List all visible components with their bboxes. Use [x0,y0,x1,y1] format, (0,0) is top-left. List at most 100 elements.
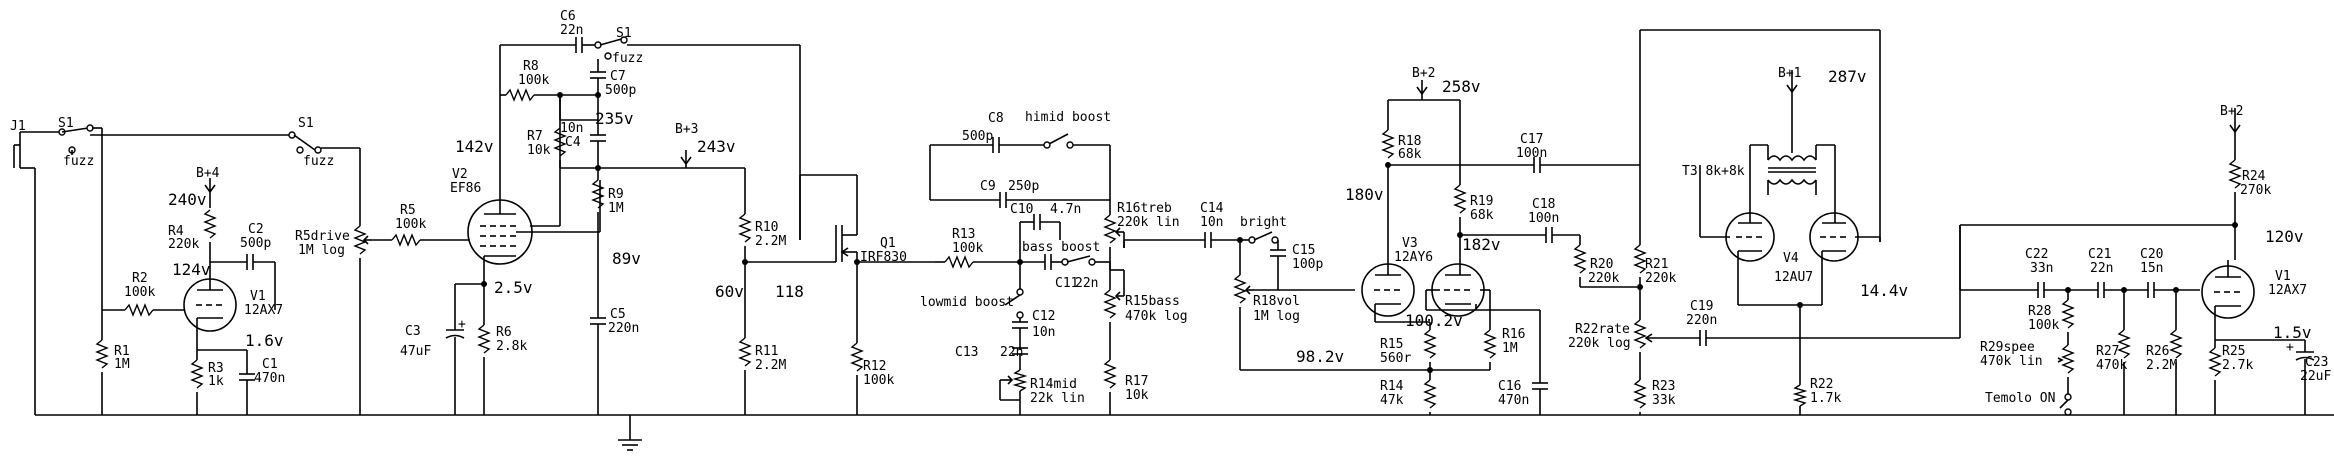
c10-label: C10 [1010,202,1033,217]
c3-plus: + [458,317,466,332]
c17-label: C17 [1520,132,1543,147]
r4-label: R4 [168,224,184,239]
v3-type: 12AY6 [1394,250,1433,265]
v2-label: V2 [452,167,468,182]
c13-value: 22n [1000,345,1023,360]
c15-label: C15 [1292,243,1315,258]
r9-value: 1M [608,201,624,216]
r22-value: 1.7k [1810,391,1841,406]
c21-value: 22n [2090,261,2113,276]
r6-label: R6 [496,325,512,340]
r21-value: 220k [1645,271,1676,286]
voltage-1-5v: 1.5v [2273,323,2312,342]
voltage-98-2v: 98.2v [1296,347,1344,366]
stage-v2: 142v V2 EF86 2.5v + C3 47uF R6 2. [400,95,601,415]
himid-boost-label: himid boost [1025,110,1111,125]
r7-label: R7 [527,129,543,144]
r29-value: 470k lin [1980,354,2043,369]
r1-value: 1M [114,357,130,372]
v1b-label: V1 [2275,269,2291,284]
s1-label-a: S1 [58,116,74,131]
bass-boost-label: bass boost [1022,240,1100,255]
voltage-182v: 182v [1462,235,1501,254]
c16-value: 470n [1498,393,1529,408]
c18-label: C18 [1532,197,1555,212]
fuzz-network: C6 22n S1 fuzz C7 500p R8 100k 235v 10n [499,9,801,415]
c5-value: 220n [608,321,639,336]
r17-value: 10k [1125,388,1149,403]
r5drive-value: 1M log [298,243,345,258]
c6-value: 22n [560,23,583,38]
r22rate-label: R22rate [1575,322,1630,337]
r22rate-value: 220k log [1568,336,1631,351]
r15-value: 560r [1380,351,1411,366]
c7-value: 500p [605,83,636,98]
fuzz-label-b: fuzz [303,154,334,169]
c2-value: 500p [240,236,271,251]
r13-value: 100k [952,241,983,256]
fuzz-label-c: fuzz [612,51,643,66]
r26-value: 2.2M [2146,358,2177,373]
c14-label: C14 [1200,201,1224,216]
r15bass-value: 470k log [1125,309,1188,324]
r3-label: R3 [208,361,224,376]
r2-value: 100k [124,285,155,300]
c19-label: C19 [1690,299,1713,314]
c4-label: C4 [565,135,581,150]
r23-value: 33k [1652,393,1676,408]
c20-label: C20 [2140,247,2163,262]
c3-value: 47uF [400,344,431,359]
v2-type: EF86 [450,181,481,196]
r3-value: 1k [208,374,224,389]
r7-value: 10k [527,143,551,158]
c23-value: 22uF [2300,369,2331,384]
r26-label: R26 [2146,344,2169,359]
bright-label: bright [1240,215,1287,230]
r16treb-label: R16treb [1117,201,1172,216]
c2-label: C2 [248,222,264,237]
c10-value: 4.7n [1050,202,1081,217]
r9-label: R9 [608,187,624,202]
bplus3-label: B+3 [675,122,698,137]
c1-label: C1 [262,357,278,372]
j1-label: J1 [10,119,26,134]
mosfet-stage: R10 2.2M 60v R11 2.2M 118 Q1 IRF830 R12 … [715,168,935,415]
bplus4-label: B+4 [196,166,220,181]
r13-label: R13 [952,227,975,242]
tremolo-oscillator: B+2 R24 270k 120v V1 12AX7 1.5v R25 2.7k… [1959,104,2331,416]
voltage-287v: 287v [1828,67,1867,86]
ground-rail [35,414,2334,451]
voltage-235v: 235v [595,109,634,128]
r21-label: R21 [1645,257,1668,272]
c17-value: 100n [1516,146,1547,161]
voltage-180v: 180v [1345,185,1384,204]
voltage-240v: 240v [168,190,207,209]
r27-label: R27 [2096,344,2119,359]
c14-value: 10n [1200,215,1223,230]
c6-label: C6 [560,9,576,24]
c12-value: 10n [1032,325,1055,340]
r14-value: 47k [1380,393,1404,408]
stage-v3: B+2 258v R18 68k 180v R19 68k 182v V3 12… [1345,66,1548,415]
c16-label: C16 [1498,379,1521,394]
voltage-118: 118 [775,282,804,301]
c9-value: 250p [1008,179,1039,194]
r12-label: R12 [863,359,886,374]
r20-label: R20 [1590,257,1613,272]
r10-label: R10 [755,220,778,235]
r28-label: R28 [2028,304,2051,319]
r1-label: R1 [114,344,130,359]
stage-v1: B+4 240v R4 220k C2 500p 124v V1 12AX7 R… [95,166,285,415]
v4-type: 12AU7 [1774,270,1813,285]
s1-label-b: S1 [298,116,314,131]
c8-value: 500p [962,129,993,144]
r18-value: 68k [1398,147,1422,162]
tremolo-mixer: C17 100n C18 100n R20 220k R21 220k R22r… [1385,29,2235,415]
v1-label: V1 [250,289,266,304]
r2-label: R2 [132,271,148,286]
r4-value: 220k [168,237,199,252]
voltage-89v: 89v [612,249,641,268]
c1-value: 470n [254,371,285,386]
r24-label: R24 [2242,169,2266,184]
r11-label: R11 [755,344,778,359]
